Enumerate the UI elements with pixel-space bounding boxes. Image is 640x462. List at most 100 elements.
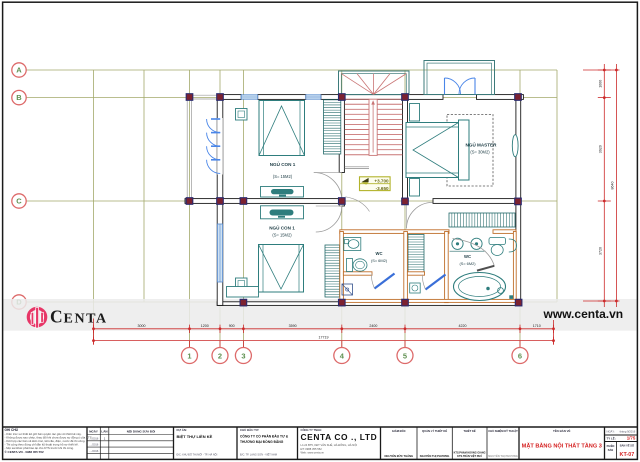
notes-line-4: - Mọi sai khác phải báo lại cho KTS trướ… xyxy=(5,446,75,450)
company-name: CENTA CO ., LTD xyxy=(301,432,378,442)
room-area-wc2: (S= 6M2) xyxy=(459,261,476,266)
company-email: Web: www.centa.vn xyxy=(301,451,325,455)
bed-master xyxy=(405,119,470,181)
bed-upper xyxy=(258,100,305,156)
side-table-master-2 xyxy=(409,178,420,197)
wc1-fixtures xyxy=(341,237,368,296)
room-label-wc1: WC xyxy=(376,251,383,256)
bed-lower xyxy=(258,244,304,293)
window-top-2 xyxy=(305,94,322,100)
french-doors xyxy=(443,77,476,95)
signature-name-2b: KTS.TRẦN VIỆT PHÚ xyxy=(457,455,482,458)
meta-number-label: BẢN VẼ SỐ xyxy=(620,443,634,448)
meta-date-label: NGÀY: xyxy=(607,430,615,434)
louver-doors xyxy=(206,118,223,175)
rev-header-date: NGÀY xyxy=(89,428,98,433)
room-label-bedroom-upper: NGỦ CON 1 xyxy=(270,161,296,167)
room-area-bedroom-upper: (S= 15M2) xyxy=(273,174,293,179)
signature-name-3: NGUYỄN THỊ PHƯƠNG xyxy=(488,453,518,458)
notes-line-3: - Thi công theo đúng chỉ dẫn kỹ thuật tr… xyxy=(5,442,79,447)
rev-row-2-date: ..../2016 xyxy=(89,449,99,453)
client-name-1: CÔNG TY CỔ PHẦN ĐẦU TƯ & xyxy=(240,434,289,439)
meta-date-value: tháng 9/2016 xyxy=(620,430,636,434)
dim-bottom-1: 1200 xyxy=(201,324,209,328)
dim-bottom-5: 4220 xyxy=(459,324,467,328)
tv-cabinet-lower xyxy=(260,205,304,220)
rev-header-content: NỘI DUNG SỬA ĐỔI xyxy=(127,428,156,433)
client-name-2: THƯƠNG MẠI ĐỒNG ĐĂNG xyxy=(240,439,284,444)
room-area-wc1: (S= 6M2) xyxy=(371,258,388,263)
level-marker: +3.700 -3.650 xyxy=(358,176,391,192)
room-label-bedroom-lower: NGỦ CON 1 xyxy=(269,225,295,231)
watermark: C ENTA www.centa.vn xyxy=(26,307,624,329)
columns xyxy=(185,93,523,307)
grid-bubble-4: 4 xyxy=(340,351,345,360)
window-left-lower xyxy=(216,223,223,283)
website-text: www.centa.vn xyxy=(543,307,624,321)
wardrobe-lower xyxy=(324,244,341,298)
dim-bottom-4: 2400 xyxy=(369,324,377,328)
dim-bottom-0: 3000 xyxy=(138,324,146,328)
brand-text-initial: C xyxy=(50,307,63,327)
company-address: Lô 24 BT5, KĐT VĂN KHÊ, HÀ ĐÔNG, HÀ NỘI xyxy=(301,442,358,447)
notes-title: GHI CHÚ xyxy=(5,427,19,432)
meta-issue-label-1: PHIÊN xyxy=(607,445,615,448)
door-bedroom-upper xyxy=(313,172,343,201)
rev-row-1-date: ..../2016 xyxy=(89,443,99,447)
washing-machine xyxy=(409,282,421,294)
room-labels: NGỦ CON 1 (S= 15M2) NGỦ CON 1 (S= 15M2) … xyxy=(269,142,497,266)
grid-bubble-B: B xyxy=(16,93,22,102)
project-address: Đ/C: KHU ĐÔ THỊ MỚI - TP. HÀ NỘI xyxy=(177,454,218,457)
signature-name-1: NGUYỄN THỊ PHƯƠNG xyxy=(420,453,450,458)
dim-bottom-6: 1710 xyxy=(533,324,541,328)
dim-right-2: 3720 xyxy=(599,247,603,255)
grid-col-bubbles: 1 2 3 4 5 6 xyxy=(180,340,529,365)
floor-plan: +3.700 -3.650 NGỦ CON 1 (S= 15M2) NGỦ xyxy=(184,60,524,307)
company-phone: ĐT: 0988 355 552 xyxy=(301,447,323,451)
room-label-master: NGỦ MASTER xyxy=(466,142,498,148)
brand-text: ENTA xyxy=(64,312,108,327)
signature-role-2: THIẾT KẾ xyxy=(463,428,475,433)
bench-lower xyxy=(226,286,259,298)
meta-issue-label-2: BẢN xyxy=(608,449,614,452)
master-canopy xyxy=(423,60,495,95)
room-label-wc2: WC xyxy=(464,254,471,259)
door-wc1 xyxy=(371,272,396,290)
grid-bubble-6: 6 xyxy=(518,351,522,360)
notes-line-2: - Kết hợp các bản vẽ kiến trúc, kết cấu,… xyxy=(5,439,86,443)
grid-bubble-2: 2 xyxy=(218,351,222,360)
notes-line-1: - Không được sao chép, thay đổi khi chưa… xyxy=(5,436,93,440)
grid-bubble-C: C xyxy=(16,197,22,206)
rev-header-no: LẦN xyxy=(101,429,107,433)
room-area-bedroom-lower: (S= 15M2) xyxy=(272,232,292,237)
dim-right-0: 1000 xyxy=(599,80,603,88)
notes-line-0: - Kiến trúc sư thiết kế giữ bản quyền tá… xyxy=(5,432,82,436)
notes-line-5: © CENTA.VN - 0988 355 552 xyxy=(5,450,45,454)
project-label: DỰ ÁN: xyxy=(177,427,187,432)
nightstand-upper xyxy=(235,108,248,121)
door-master xyxy=(406,202,433,229)
tv-cabinet-upper xyxy=(260,186,304,198)
dim-bottom-total: 17719 xyxy=(319,336,329,340)
grid-bubble-A: A xyxy=(16,66,22,75)
master-window-right xyxy=(511,134,519,158)
rev-row-0-no: 1 xyxy=(104,436,106,440)
wardrobe-master xyxy=(448,212,516,228)
room-area-master: (S= 30M2) xyxy=(470,150,490,155)
wc-walls xyxy=(339,229,517,304)
signature-role-3: CHỦ NHIỆM KỸ THUẬT xyxy=(488,428,518,433)
company-label: CÔNG TY TNHH: xyxy=(301,427,322,432)
client-address: Đ/C: TP. LẠNG SƠN - VIỆT NAM xyxy=(240,454,277,457)
dimension-right: 1000 3920 3720 8640 xyxy=(583,64,620,307)
signature-name-2a: KTS.PHẠM HOÀNG GIANG xyxy=(454,451,486,454)
door-closet xyxy=(422,273,447,291)
dim-bottom-2: 900 xyxy=(229,324,235,328)
dim-right-total: 8640 xyxy=(611,182,615,190)
grid-row-bubbles: A B C D xyxy=(11,62,27,310)
grid-bubble-5: 5 xyxy=(403,351,407,360)
dim-right-1: 3920 xyxy=(599,145,603,153)
drawing-label: TÊN BẢN VẼ xyxy=(553,428,571,433)
